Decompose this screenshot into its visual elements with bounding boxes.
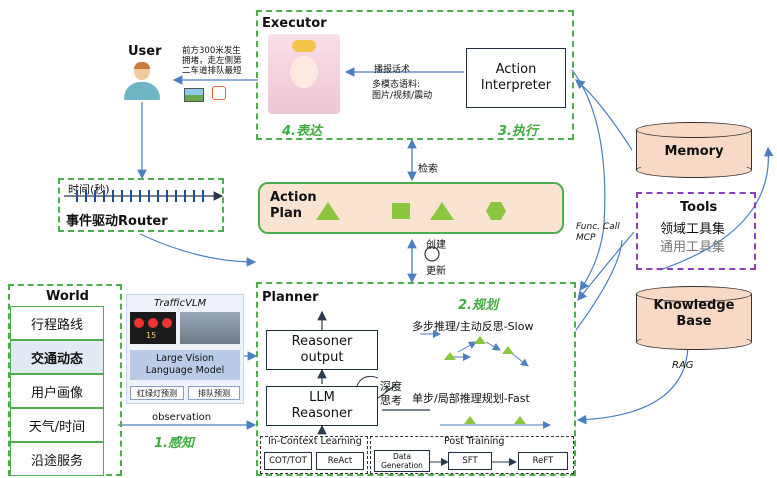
deep-think-label: 深度 思考 <box>380 380 402 407</box>
vlm-title: TrafficVLM <box>154 298 207 309</box>
step-execute-label: 3.执行 <box>498 124 538 139</box>
road-image <box>180 312 240 344</box>
tools-general: 通用工具集 <box>660 240 726 255</box>
router-ticks <box>76 190 206 202</box>
reasoner-output-box: Reasoner output <box>266 330 378 370</box>
icl-item-react: ReAct <box>316 452 364 470</box>
video-icon <box>212 86 226 100</box>
rag-label: RAG <box>672 360 694 371</box>
step-plan-label: 2.规划 <box>458 298 498 313</box>
plan-hexagon <box>486 202 506 220</box>
world-item-traffic: 交通动态 <box>10 340 104 374</box>
world-item-services: 沿途服务 <box>10 442 104 476</box>
post-training-title: Post Training <box>444 436 505 447</box>
slow-shape-2 <box>444 352 456 360</box>
pt-item-datagen: Data Generation <box>374 450 430 472</box>
update-label: 更新 <box>426 266 446 277</box>
fast-shape-2 <box>514 416 526 424</box>
planner-panel <box>256 282 576 476</box>
plan-square <box>392 203 410 219</box>
observation-label: observation <box>152 412 212 423</box>
step-perceive-label: 1.感知 <box>154 436 194 451</box>
slow-label: 多步推理/主动反思-Slow <box>412 320 534 333</box>
icl-item-cot: COT/TOT <box>264 452 312 470</box>
action-plan-panel <box>258 182 564 234</box>
action-plan-title: Action Plan <box>270 190 317 221</box>
arrow-tools-to-planner <box>577 231 635 301</box>
pt-item-datagen-label: Data Generation <box>381 452 423 470</box>
signal-number: 15 <box>146 331 157 340</box>
arrow-router-to-planner <box>139 233 257 267</box>
arrow-right-loop <box>659 146 774 271</box>
action-interpreter-label: Action Interpreter <box>480 62 552 93</box>
plan-triangle-1 <box>316 202 340 220</box>
slow-shape-3 <box>502 346 514 354</box>
tools-title: Tools <box>680 200 718 215</box>
multimodal-label: 多模态语料: 图片/视频/震动 <box>372 80 433 101</box>
memory-cylinder: Memory <box>636 122 752 178</box>
create-label: 创建 <box>426 240 446 251</box>
world-item-route: 行程路线 <box>10 306 104 340</box>
world-item-profile: 用户画像 <box>10 374 104 408</box>
tools-domain: 领域工具集 <box>660 222 726 237</box>
llm-reasoner-label: LLM Reasoner <box>291 390 353 421</box>
user-message: 前方300米发生 拥堵，走左侧第 二车道排队最短 <box>182 46 242 76</box>
vlm-tag-queue-label: 排队预测 <box>198 388 230 398</box>
reasoner-output-label: Reasoner output <box>291 334 353 365</box>
vlm-tag-light-label: 红绿灯预测 <box>137 388 177 398</box>
world-title: World <box>46 289 89 304</box>
user-label: User <box>128 44 162 59</box>
tools-panel <box>636 192 756 270</box>
pt-item-sft: SFT <box>448 452 492 470</box>
retrieve-label: 检索 <box>418 164 438 175</box>
planner-title: Planner <box>262 290 319 305</box>
avatar-face <box>290 56 318 88</box>
pt-item-reft: ReFT <box>518 452 568 470</box>
broadcast-label: 播报话术 <box>374 65 411 75</box>
icl-panel <box>260 436 368 474</box>
arrow-planner-to-memory <box>575 239 623 331</box>
knowledge-cylinder: Knowledge Base <box>636 286 752 350</box>
arrow-knowledge-to-planner <box>576 339 689 425</box>
pt-item-reft-label: ReFT <box>532 456 554 466</box>
executor-panel <box>256 10 574 140</box>
arrow-interpreter-to-tools <box>571 69 606 291</box>
memory-label: Memory <box>664 144 724 159</box>
router-title: 事件驱动Router <box>66 214 168 229</box>
step-express-label: 4.表达 <box>282 124 322 139</box>
vlm-model-box: Large Vision Language Model <box>130 350 240 380</box>
icl-item-cot-label: COT/TOT <box>269 456 307 466</box>
plan-triangle-2 <box>430 202 454 220</box>
image-icon <box>184 88 204 102</box>
world-item-weather: 天气/时间 <box>10 408 104 442</box>
fast-shape-1 <box>464 416 476 424</box>
avatar-image <box>268 34 340 114</box>
user-icon <box>122 62 162 102</box>
vlm-tag-light: 红绿灯预测 <box>130 386 184 400</box>
func-call-label: Func. Call MCP <box>576 222 620 243</box>
action-interpreter-box: Action Interpreter <box>466 48 566 108</box>
router-panel <box>58 178 224 232</box>
avatar-bow <box>292 40 316 52</box>
icl-item-react-label: ReAct <box>327 456 353 466</box>
post-training-panel <box>370 436 574 474</box>
icl-title: In-Context Learning <box>268 436 362 447</box>
slow-shape-1 <box>474 336 486 344</box>
cycle-icon <box>424 246 440 262</box>
vlm-model-label: Large Vision Language Model <box>145 353 225 376</box>
fast-label: 单步/局部推理规划-Fast <box>412 392 530 405</box>
pt-item-sft-label: SFT <box>462 456 478 466</box>
executor-title: Executor <box>262 16 327 31</box>
traffic-light-image: 15 <box>130 312 176 344</box>
arrow-memory-to-interpreter <box>575 79 633 151</box>
knowledge-label: Knowledge Base <box>653 298 735 329</box>
llm-reasoner-box: LLM Reasoner <box>266 386 378 426</box>
vlm-tag-queue: 排队预测 <box>188 386 240 400</box>
